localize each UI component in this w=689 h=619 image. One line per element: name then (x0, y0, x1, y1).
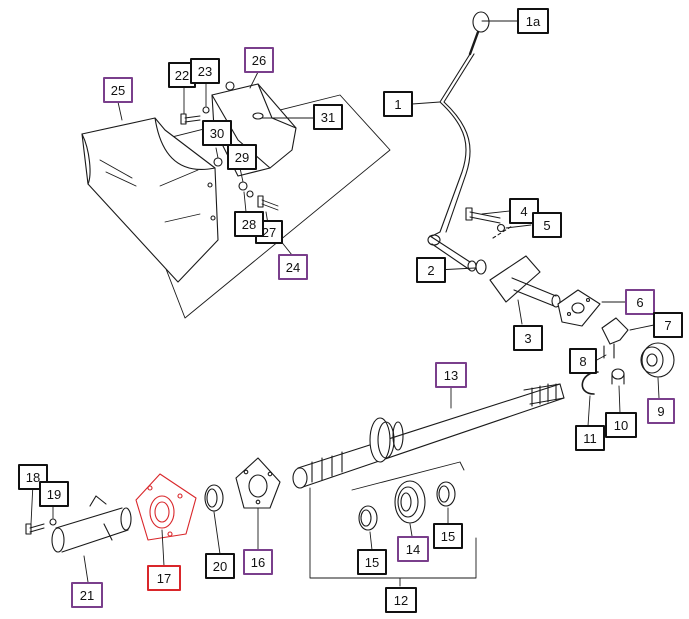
svg-text:22: 22 (175, 68, 189, 83)
svg-text:6: 6 (636, 295, 643, 310)
callout-9: 9 (647, 398, 675, 424)
shaft-parts (25, 457, 477, 579)
callout-6: 6 (625, 289, 655, 315)
main-shaft (292, 383, 565, 489)
svg-text:21: 21 (80, 588, 94, 603)
svg-text:18: 18 (26, 470, 40, 485)
callout-7: 7 (653, 312, 683, 338)
svg-text:3: 3 (524, 331, 531, 346)
callout-3: 3 (513, 325, 543, 351)
svg-text:4: 4 (520, 204, 527, 219)
svg-text:31: 31 (321, 110, 335, 125)
callout-19: 19 (39, 481, 69, 507)
guard-assembly (81, 81, 391, 319)
callout-31: 31 (313, 104, 343, 130)
svg-text:30: 30 (210, 126, 224, 141)
svg-text:16: 16 (251, 555, 265, 570)
svg-text:15: 15 (365, 555, 379, 570)
svg-text:12: 12 (394, 593, 408, 608)
callout-11: 11 (575, 425, 605, 451)
callout-8: 8 (569, 348, 597, 374)
svg-text:20: 20 (213, 559, 227, 574)
callout-21: 21 (71, 582, 103, 608)
svg-text:25: 25 (111, 83, 125, 98)
svg-text:17: 17 (157, 571, 171, 586)
svg-text:19: 19 (47, 487, 61, 502)
svg-text:1a: 1a (526, 14, 541, 29)
callout-28: 28 (234, 211, 264, 237)
svg-text:8: 8 (579, 354, 586, 369)
svg-text:10: 10 (614, 418, 628, 433)
callout-2: 2 (416, 257, 446, 283)
svg-text:27: 27 (262, 225, 276, 240)
callout-1a: 1a (517, 8, 549, 34)
svg-text:29: 29 (235, 150, 249, 165)
svg-text:5: 5 (543, 218, 550, 233)
svg-text:15: 15 (441, 529, 455, 544)
callout-23: 23 (190, 58, 220, 84)
svg-text:28: 28 (242, 217, 256, 232)
svg-text:11: 11 (583, 431, 597, 446)
callout-labels: 1a 1 2 3 4 5 6 7 8 9 10 11 12 13 14 15 1… (18, 8, 683, 613)
svg-text:9: 9 (657, 404, 664, 419)
callout-16: 16 (243, 549, 273, 575)
callout-20: 20 (205, 553, 235, 579)
svg-text:26: 26 (252, 53, 266, 68)
callout-17: 17 (147, 565, 181, 591)
shift-lever (427, 11, 675, 395)
svg-text:1: 1 (394, 97, 401, 112)
callout-12: 12 (385, 587, 417, 613)
callout-26: 26 (244, 47, 274, 73)
callout-13: 13 (435, 362, 467, 388)
svg-text:13: 13 (444, 368, 458, 383)
svg-text:24: 24 (286, 260, 300, 275)
callout-24: 24 (278, 254, 308, 280)
callout-25: 25 (103, 77, 133, 103)
callout-5: 5 (532, 212, 562, 238)
callout-10: 10 (605, 412, 637, 438)
callout-15-left: 15 (357, 549, 387, 575)
svg-text:23: 23 (198, 64, 212, 79)
svg-text:14: 14 (406, 542, 420, 557)
callout-1: 1 (383, 91, 413, 117)
svg-text:7: 7 (664, 318, 671, 333)
callout-30: 30 (202, 120, 232, 146)
svg-text:2: 2 (427, 263, 434, 278)
callout-14: 14 (397, 536, 429, 562)
callout-15-right: 15 (433, 523, 463, 549)
callout-29: 29 (227, 144, 257, 170)
